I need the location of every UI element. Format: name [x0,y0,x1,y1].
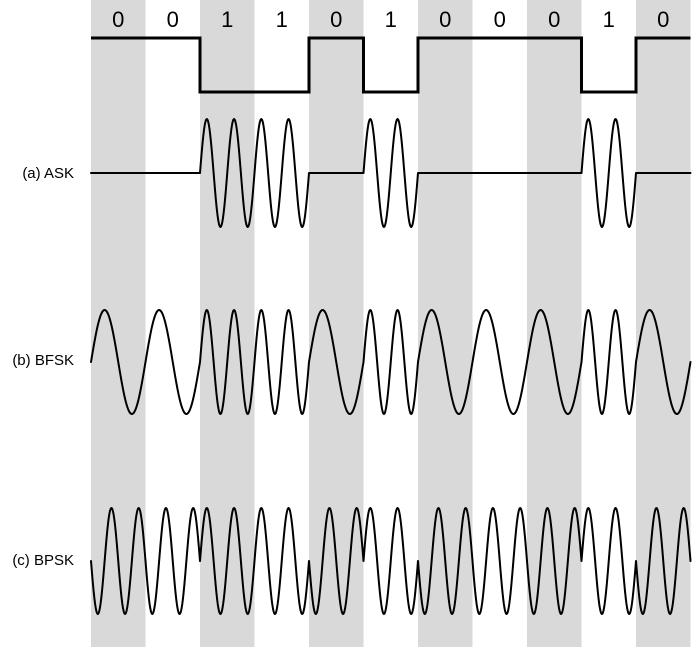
bit-label-3: 1 [276,7,288,32]
bit-band-4 [309,0,364,647]
bit-label-10: 0 [657,7,669,32]
digital-data-signal [91,36,691,94]
bit-band-8 [527,0,582,647]
bit-band-0 [91,0,146,647]
ask-label: (a) ASK [22,165,74,182]
bit-labels: 0 0 1 1 0 1 0 0 0 1 0 [112,7,669,32]
bit-label-8: 0 [548,7,560,32]
bit-period-bands [91,0,691,647]
ask-waveform [90,118,692,228]
bit-label-6: 0 [439,7,451,32]
bit-band-10 [636,0,691,647]
bpsk-waveform [90,507,692,615]
bit-label-9: 1 [603,7,615,32]
bit-label-5: 1 [385,7,397,32]
bit-band-6 [418,0,473,647]
bit-label-0: 0 [112,7,124,32]
bfsk-label: (b) BFSK [12,352,74,369]
bit-label-1: 0 [167,7,179,32]
bfsk-waveform [90,309,692,415]
bit-label-7: 0 [494,7,506,32]
bpsk-label: (c) BPSK [12,552,74,569]
bit-label-4: 0 [330,7,342,32]
bit-label-2: 1 [221,7,233,32]
